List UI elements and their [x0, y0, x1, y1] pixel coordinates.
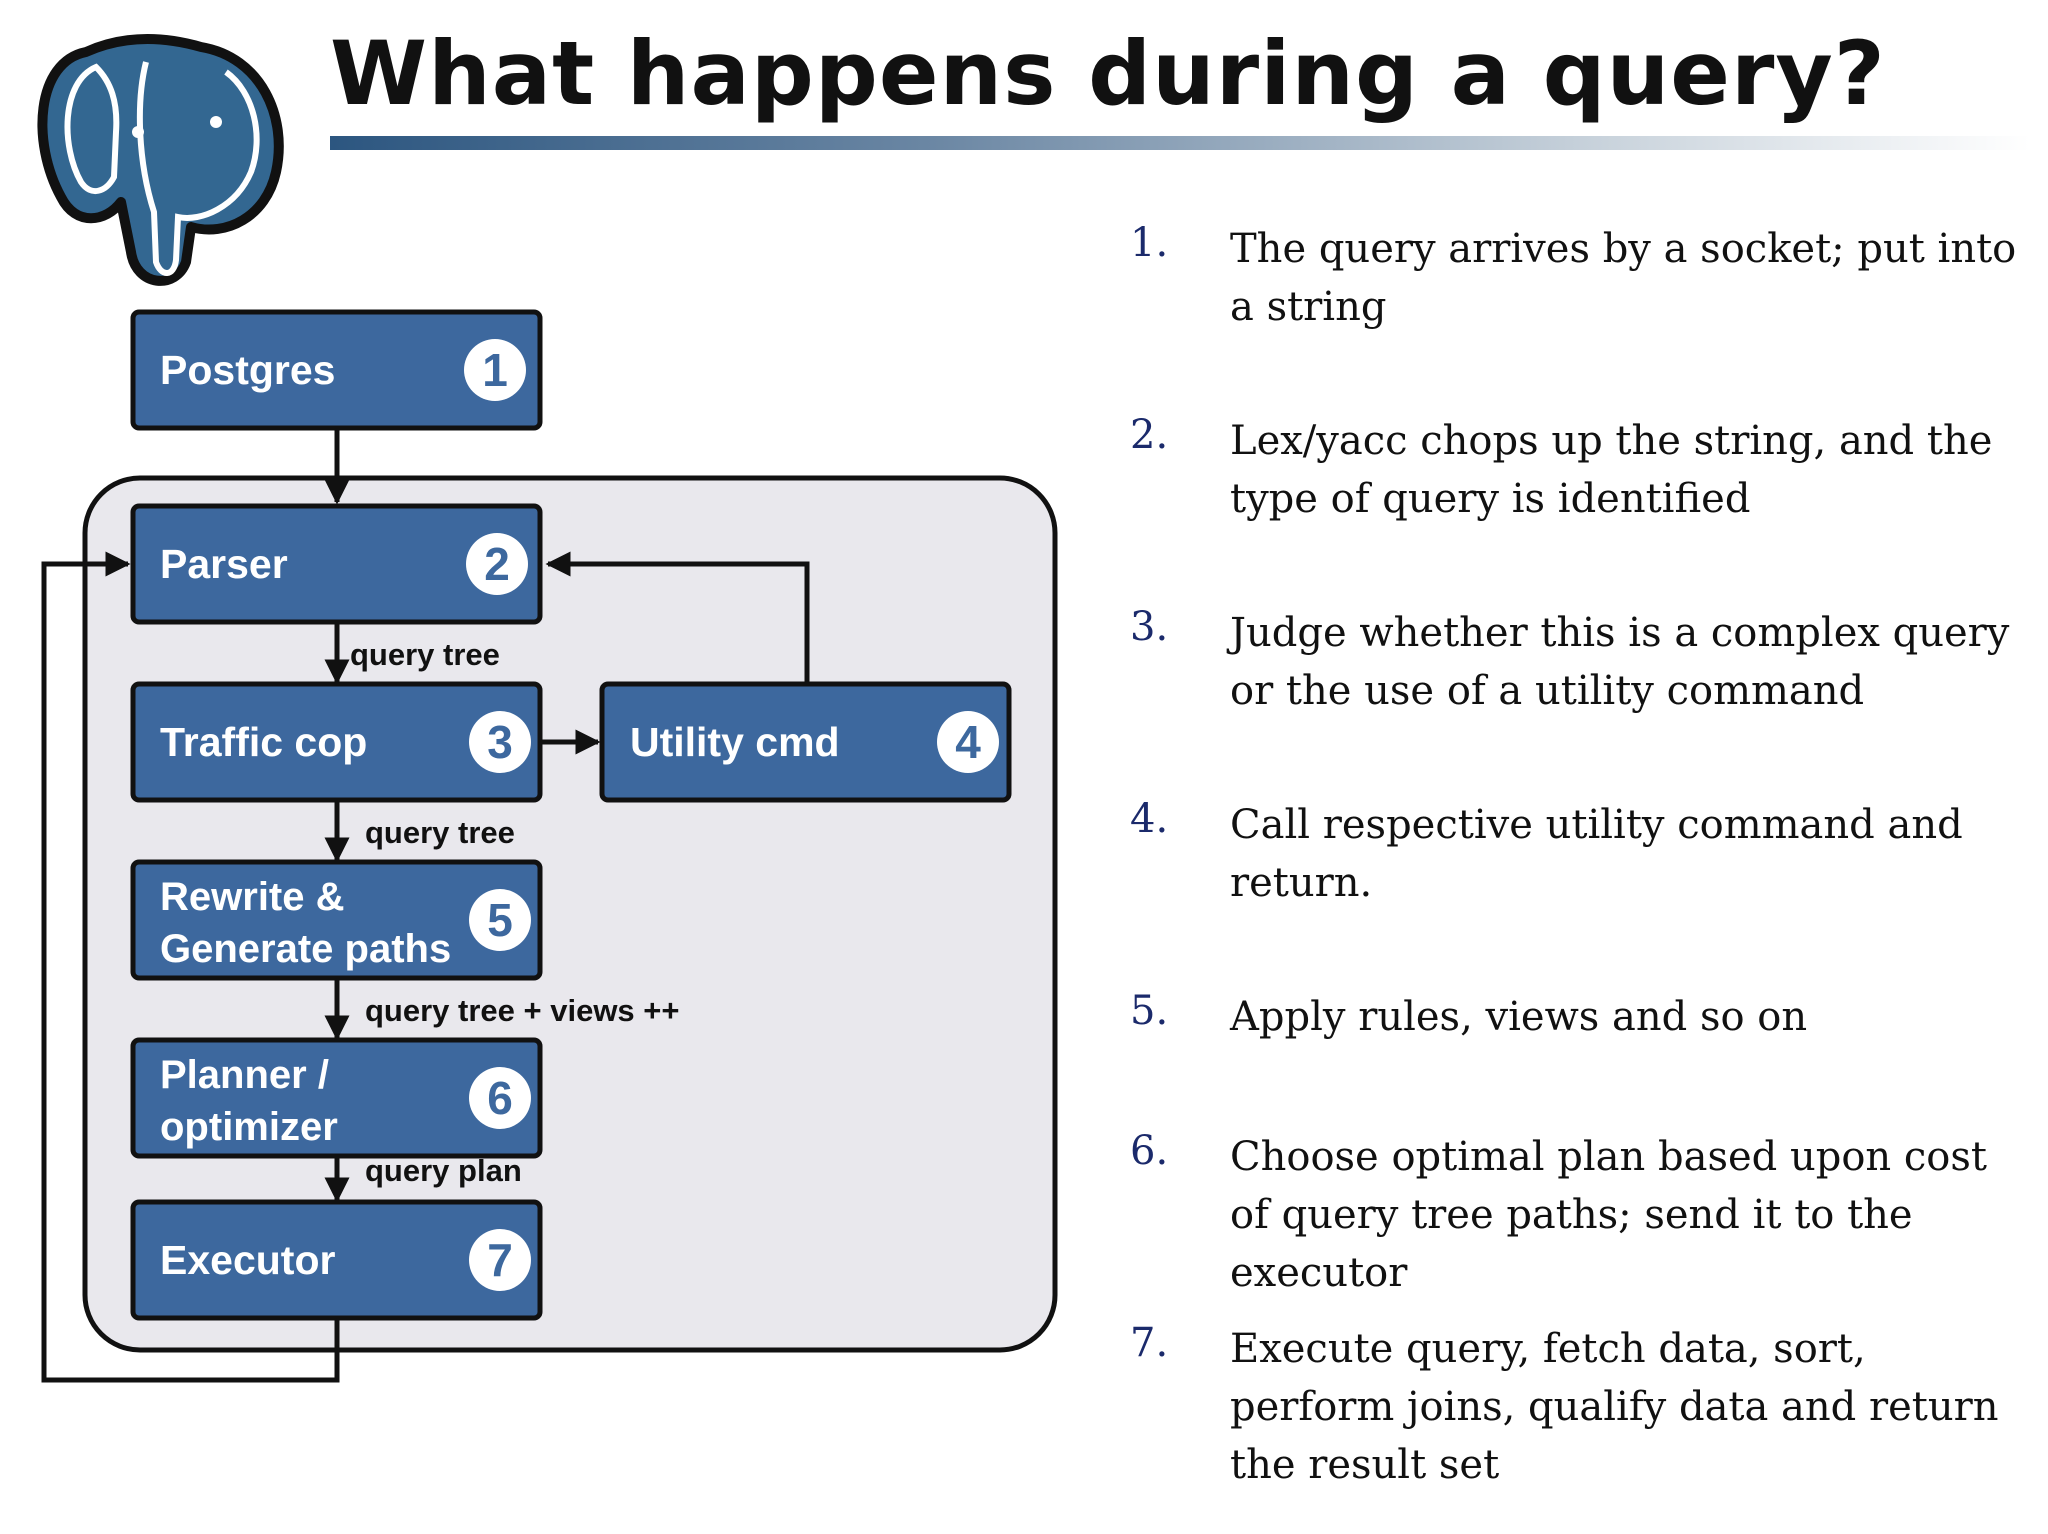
step-badge-3	[469, 711, 531, 773]
query-flow-diagram: query tree query tree query tree + views…	[41, 309, 1058, 1383]
edge-label-query-tree-views: query tree + views ++	[365, 993, 680, 1028]
step-number-3: 3.	[1130, 604, 1169, 650]
step-text-5: Apply rules, views and so on	[1230, 994, 1808, 1040]
step-text-1: The query arrives by a socket; put into …	[1230, 226, 2017, 330]
node-utility-cmd-label: Utility cmd	[630, 719, 840, 765]
node-executor[interactable]: Executor 7	[130, 1199, 543, 1321]
step-text-3: Judge whether this is a complex query or…	[1230, 610, 2010, 714]
node-postgres[interactable]: Postgres 1	[130, 309, 543, 431]
step-badge-1	[464, 339, 526, 401]
step-badge-2-number: 2	[484, 538, 510, 590]
postgresql-elephant-logo	[37, 34, 284, 286]
node-traffic-cop[interactable]: Traffic cop 3	[130, 681, 543, 803]
edge-executor-parser	[41, 551, 340, 1383]
step-badge-3-number: 3	[487, 716, 513, 768]
node-executor-label: Executor	[160, 1237, 335, 1283]
step-badge-1-number: 1	[482, 344, 508, 396]
node-traffic-cop-label: Traffic cop	[160, 719, 367, 765]
step-number-2: 2.	[1130, 412, 1169, 458]
step-number-4: 4.	[1130, 796, 1169, 842]
node-rewrite-label-line-2: Generate paths	[160, 927, 451, 971]
step-text-6: Choose optimal plan based upon cost of q…	[1230, 1134, 1987, 1296]
edge-label-query-tree-1: query tree	[350, 637, 500, 672]
step-badge-6-number: 6	[487, 1072, 513, 1124]
step-badge-4-number: 4	[955, 716, 981, 768]
step-badge-6	[469, 1067, 531, 1129]
node-planner[interactable]: Planner / optimizer 6	[130, 1037, 543, 1159]
node-parser[interactable]: Parser 2	[130, 503, 543, 625]
step-number-7: 7.	[1130, 1320, 1169, 1366]
node-planner-label-line-1: Planner /	[160, 1053, 329, 1097]
node-utility-cmd[interactable]: Utility cmd 4	[599, 681, 1012, 803]
node-planner-label-line-2: optimizer	[160, 1105, 338, 1149]
step-badge-5	[469, 889, 531, 951]
step-badge-2	[466, 533, 528, 595]
step-badge-4	[937, 711, 999, 773]
step-badge-5-number: 5	[487, 894, 513, 946]
edge-label-query-plan: query plan	[365, 1153, 522, 1188]
slide-title: What happens during a query?	[330, 22, 1886, 125]
step-text-4: Call respective utility command and retu…	[1230, 802, 1963, 906]
step-badge-7	[469, 1229, 531, 1291]
edge-label-query-tree-2: query tree	[365, 815, 515, 850]
step-badge-7-number: 7	[487, 1234, 513, 1286]
node-rewrite-label-line-1: Rewrite &	[160, 875, 345, 919]
step-number-6: 6.	[1130, 1128, 1169, 1174]
step-text-2: Lex/yacc chops up the string, and the ty…	[1230, 418, 1993, 522]
edge-utility-parser	[545, 551, 810, 682]
connectors	[41, 428, 810, 1383]
node-rewrite[interactable]: Rewrite & Generate paths 5	[130, 859, 543, 981]
step-number-1: 1.	[1130, 220, 1169, 266]
node-postgres-label: Postgres	[160, 347, 335, 393]
step-number-5: 5.	[1130, 988, 1169, 1034]
step-text-7: Execute query, fetch data, sort, perform…	[1230, 1326, 1999, 1488]
node-parser-label: Parser	[160, 541, 288, 587]
title-underline	[330, 136, 2030, 150]
